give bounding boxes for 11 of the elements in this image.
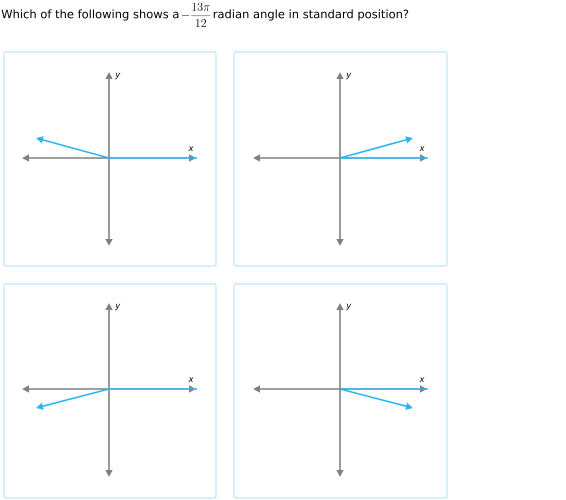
fraction: $-\frac{13\pi}{12}$ [182, 2, 210, 28]
axis-label: x [188, 377, 194, 382]
axis-label: y [115, 304, 120, 310]
axis-label: x [419, 377, 425, 382]
question-text: Which of the following shows a [2, 9, 178, 21]
axis-label: y [346, 72, 352, 80]
axis-label: y [346, 304, 352, 310]
axis-label: x [419, 146, 425, 151]
question-text: radian angle in standard position? [214, 9, 408, 21]
axis-label: x [188, 146, 194, 151]
axis-label: y [115, 72, 120, 80]
